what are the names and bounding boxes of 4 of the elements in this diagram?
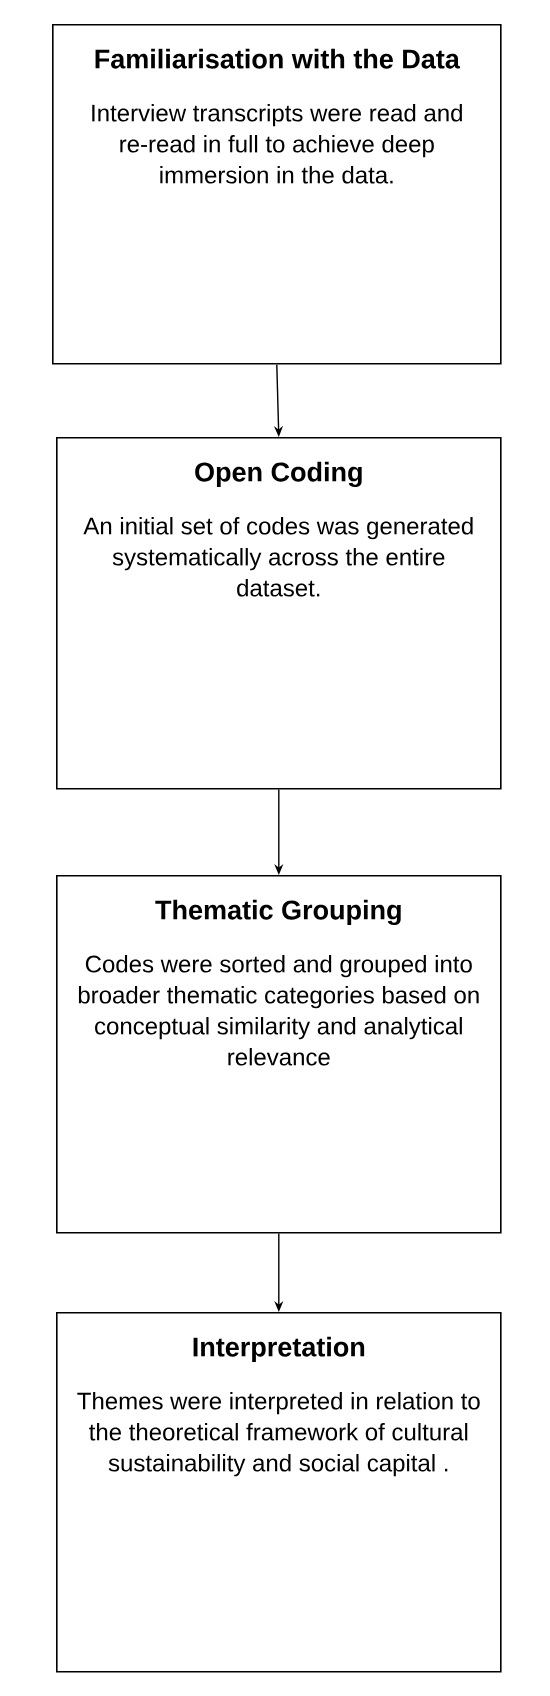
process-box: Interpretation Themes were interpreted in relation to the theoretical framework of cultural sustainability and social capital . (56, 1312, 502, 1673)
process-box: Familiarisation with the Data Interview transcripts were read and re-read in full to achieve deep immersion in the data. (52, 24, 502, 365)
process-box: Thematic Grouping Codes were sorted and grouped into broader thematic categories based on conceptual similarity and analytical relevance (56, 875, 502, 1234)
process-box: Open Coding An initial set of codes was generated systematically across the entire dataset. (56, 437, 502, 790)
